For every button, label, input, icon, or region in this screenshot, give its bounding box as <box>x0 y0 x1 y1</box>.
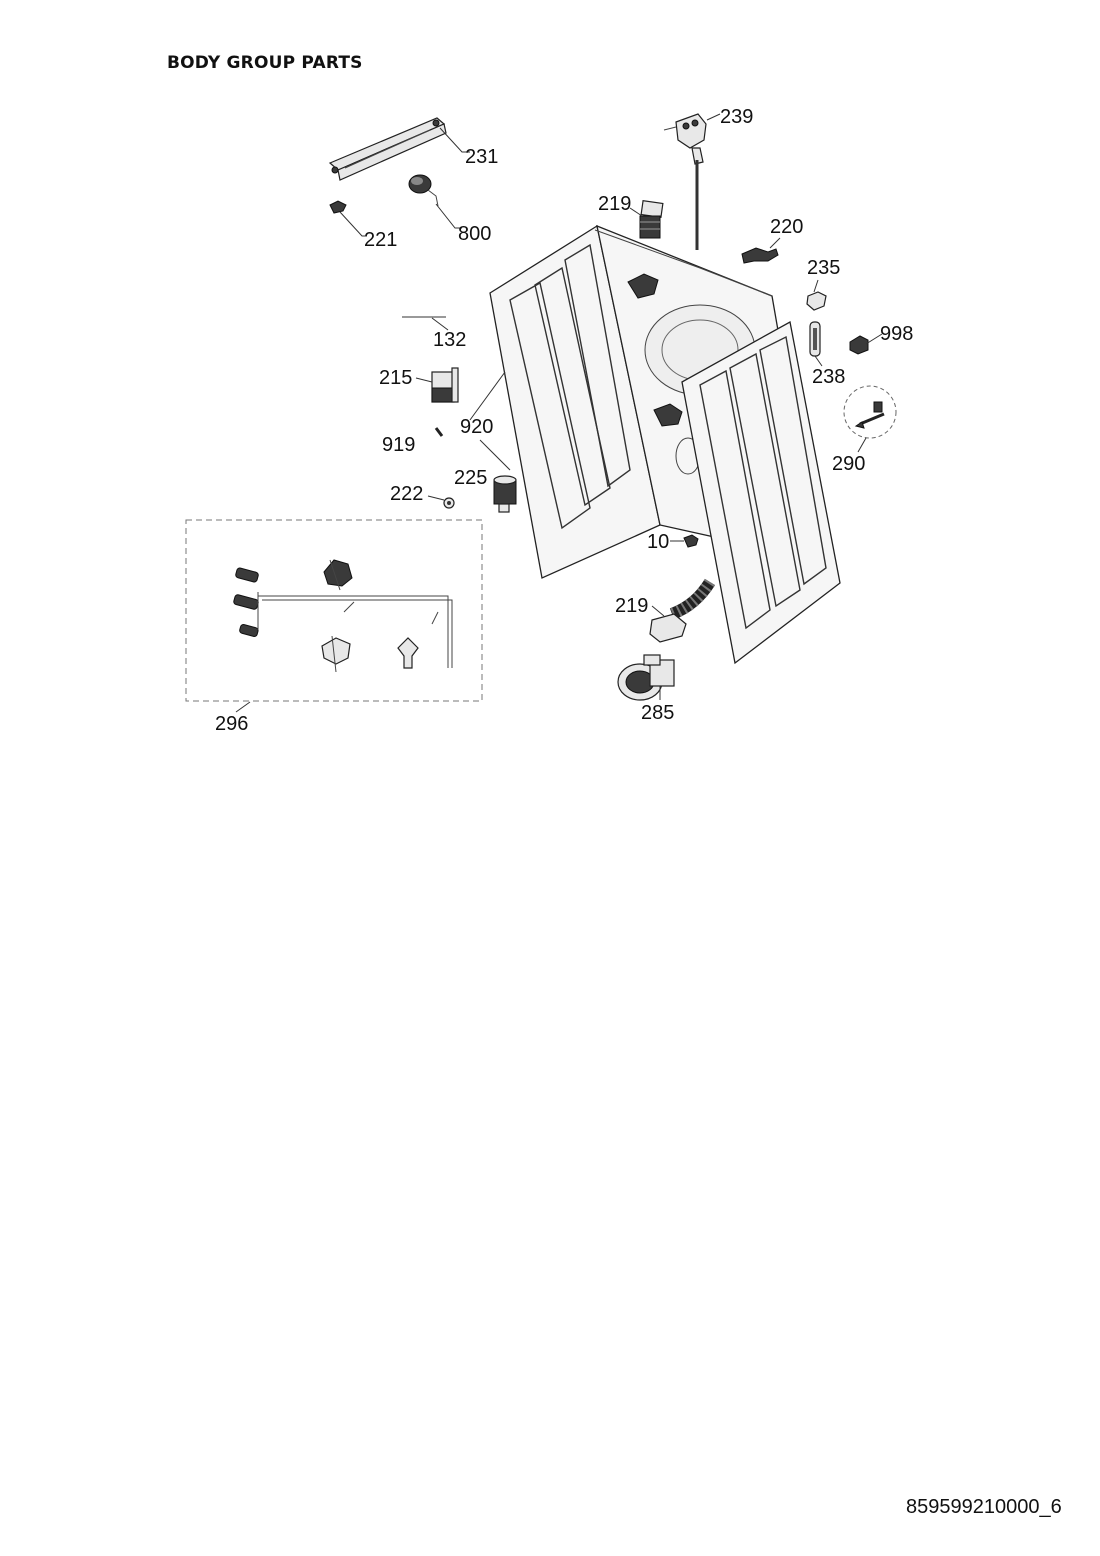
callout-235: 235 <box>807 257 840 279</box>
part-221-clip <box>329 200 367 237</box>
part-800-component <box>408 174 462 229</box>
callout-800: 800 <box>458 223 491 245</box>
callout-225: 225 <box>454 467 487 489</box>
part-225-cylinder <box>493 475 517 513</box>
callout-132: 132 <box>433 329 466 351</box>
page-heading: BODY GROUP PARTS <box>167 53 363 73</box>
part-238-latch <box>809 321 823 367</box>
callout-220: 220 <box>770 216 803 238</box>
part-998-component <box>849 333 883 355</box>
part-919-pin <box>434 427 444 437</box>
part-10-screw <box>670 534 699 548</box>
part-235-clip <box>806 279 827 311</box>
callout-290: 290 <box>832 453 865 475</box>
callout-919: 919 <box>382 434 415 456</box>
callout-219-lower: 219 <box>615 595 648 617</box>
callout-239: 239 <box>720 106 753 128</box>
part-132-wire <box>402 316 449 331</box>
callout-222: 222 <box>390 483 423 505</box>
part-290-screw-kit <box>843 385 897 453</box>
callout-238: 238 <box>812 366 845 388</box>
callout-296: 296 <box>215 713 248 735</box>
part-215-module <box>415 367 459 403</box>
callout-10: 10 <box>647 531 669 553</box>
callout-920: 920 <box>460 416 493 438</box>
document-code: 859599210000_6 <box>906 1496 1062 1518</box>
callout-285: 285 <box>641 702 674 724</box>
callout-215: 215 <box>379 367 412 389</box>
part-220-bracket <box>741 237 781 264</box>
part-219-upper-hose <box>629 199 664 239</box>
part-222-component <box>427 495 455 509</box>
callout-221: 221 <box>364 229 397 251</box>
part-920-cabinet-body <box>469 224 841 665</box>
callout-998: 998 <box>880 323 913 345</box>
part-239-power-cord <box>663 113 721 250</box>
part-296-wiring-kit <box>185 519 483 713</box>
part-231-top-rail <box>328 117 470 181</box>
callout-219-upper: 219 <box>598 193 631 215</box>
part-285-drain-pump <box>617 654 675 701</box>
part-219-lower-hose <box>649 578 716 643</box>
callout-231: 231 <box>465 146 498 168</box>
